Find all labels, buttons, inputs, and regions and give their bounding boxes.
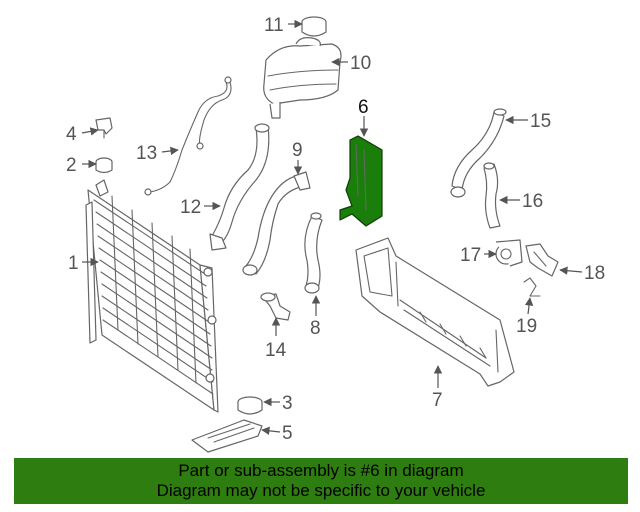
callout-9: 9 [292, 140, 303, 161]
lower-cover-part [191, 419, 263, 453]
callout-16: 16 [522, 191, 543, 212]
callout-17: 17 [460, 245, 481, 266]
vent-hose-part [144, 76, 232, 196]
callout-15: 15 [530, 111, 551, 132]
callout-14: 14 [265, 340, 287, 361]
reservoir-cap-part [301, 16, 327, 37]
callout-13: 13 [136, 143, 157, 164]
banner-line-part-info: Part or sub-assembly is #6 in diagram [178, 461, 464, 480]
callout-1: 1 [68, 253, 79, 274]
callout-2: 2 [66, 155, 77, 176]
callout-7: 7 [432, 390, 443, 411]
callout-8: 8 [310, 318, 321, 339]
coolant-pipe-part [450, 108, 507, 198]
small-hose-part [483, 162, 501, 229]
callout-10: 10 [350, 53, 371, 74]
clip-part [523, 277, 541, 297]
drain-plug-part [95, 157, 113, 174]
connector-part [525, 243, 559, 277]
leader-lines [81, 19, 583, 436]
coolant-reservoir-part [263, 37, 342, 119]
callout-19: 19 [516, 316, 537, 337]
parts-diagram: 1 2 3 4 5 6 7 8 9 10 11 12 13 14 15 16 1… [66, 15, 605, 453]
bracket-part [95, 117, 113, 139]
callout-18: 18 [584, 263, 605, 284]
bypass-hose-part [304, 212, 323, 294]
lower-hose-part [242, 171, 311, 276]
callout-5: 5 [282, 423, 293, 444]
hose-fitting-part [260, 292, 291, 321]
callout-4: 4 [66, 124, 77, 145]
water-pump-part [495, 239, 523, 267]
grommet-part [237, 396, 263, 415]
banner-line-disclaimer: Diagram may not be specific to your vehi… [156, 481, 486, 500]
callout-11: 11 [264, 15, 284, 36]
callout-labels: 1 2 3 4 5 6 7 8 9 10 11 12 13 14 15 16 1… [66, 15, 605, 444]
radiator-part [85, 179, 219, 413]
callout-6: 6 [358, 97, 369, 118]
upper-hose-part [209, 123, 270, 251]
callout-3: 3 [282, 393, 293, 414]
air-duct-part [355, 237, 515, 387]
callout-12: 12 [180, 197, 201, 218]
info-banner: Part or sub-assembly is #6 in diagram Di… [14, 458, 628, 504]
air-guide-highlighted-part [339, 135, 383, 227]
